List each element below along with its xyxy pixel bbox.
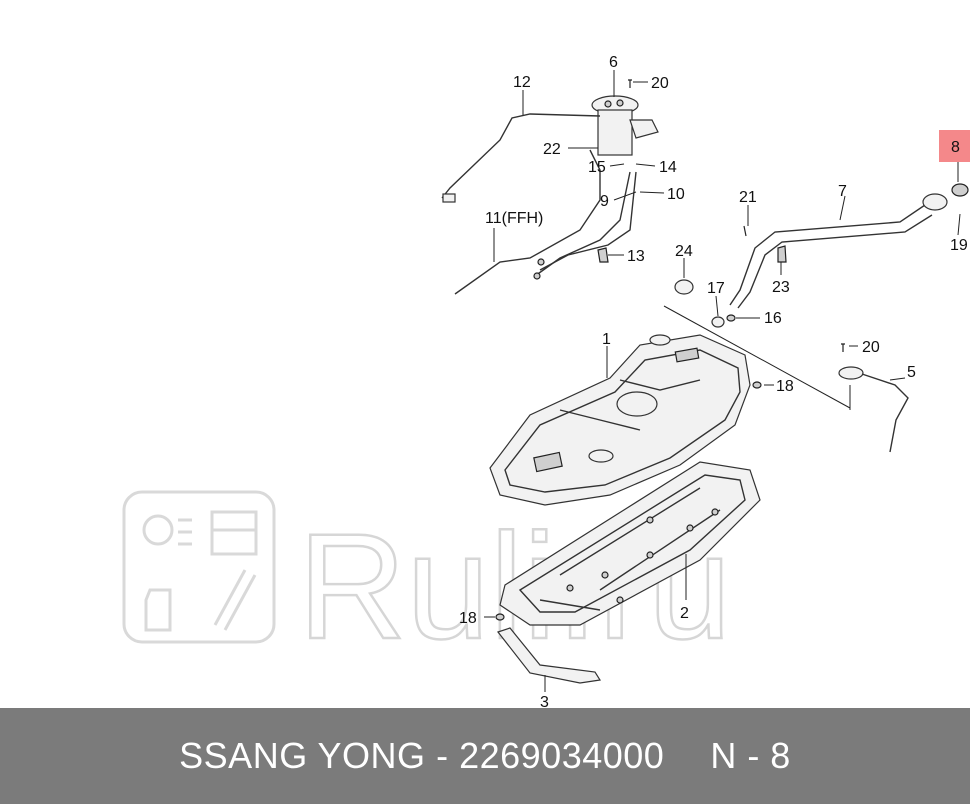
callout-15: 15: [588, 159, 606, 176]
callout-23: 23: [772, 279, 790, 296]
callout-18a: 18: [776, 378, 794, 395]
callout-21: 21: [739, 189, 757, 206]
parts-diagram: Ruli.ru: [122, 54, 970, 708]
callout-22: 22: [543, 141, 561, 158]
fuel-tank-part-1: [489, 334, 751, 506]
tank-tray-part-2: [499, 461, 761, 626]
callout-10: 10: [667, 186, 685, 203]
part-number: 2269034000: [459, 735, 665, 776]
callout-14: 14: [659, 159, 677, 176]
leader-lines: [484, 70, 961, 692]
caption-separator: -: [436, 735, 449, 776]
sender-line-part-5: [838, 366, 909, 453]
callout-17: 17: [707, 280, 725, 297]
callout-5: 5: [907, 364, 916, 381]
small-parts: [495, 79, 845, 621]
callout-24: 24: [675, 243, 693, 260]
callout-19: 19: [950, 237, 968, 254]
callout-11: 11(FFH): [485, 210, 543, 227]
callout-8: 8: [951, 139, 960, 156]
tank-strap-part-3: [497, 627, 601, 684]
watermark-logo: [122, 490, 276, 644]
callout-9: 9: [600, 193, 609, 210]
callout-1: 1: [602, 331, 611, 348]
callout-20a: 20: [651, 75, 669, 92]
callout-12: 12: [513, 74, 531, 91]
callout-2: 2: [680, 605, 689, 622]
callout-18b: 18: [459, 610, 477, 627]
fuel-lines: [441, 113, 637, 295]
caption-bar: SSANG YONG - 2269034000 N - 8: [0, 708, 970, 804]
callout-7: 7: [838, 183, 847, 200]
callout-labels: 1 2 3 5 6 7 8 9 10 11(FFH) 12 13 14 15 1…: [459, 54, 968, 708]
brand-name: SSANG YONG: [179, 735, 426, 776]
callout-6: 6: [609, 54, 618, 71]
callout-13: 13: [627, 248, 645, 265]
highlight-box-8: [939, 130, 970, 162]
callout-3: 3: [540, 694, 549, 708]
callout-20b: 20: [862, 339, 880, 356]
fuel-pump-part-6: [591, 95, 659, 156]
diagram-reference: N - 8: [710, 735, 791, 776]
callout-16: 16: [764, 310, 782, 327]
filler-neck-part-7: [729, 183, 969, 309]
